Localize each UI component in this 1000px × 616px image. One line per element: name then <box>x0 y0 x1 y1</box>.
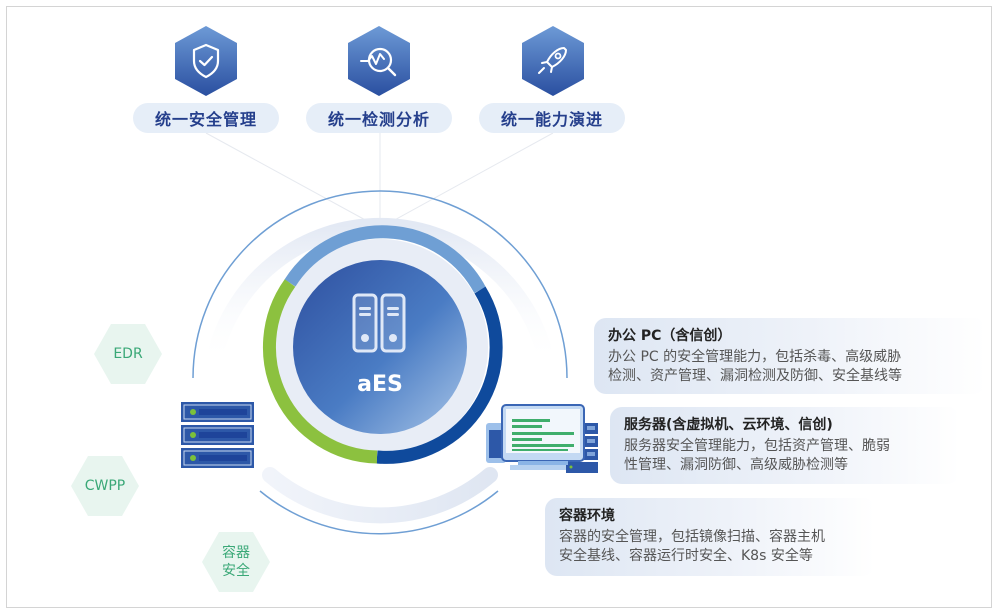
product-tag-label-line1: 容器 <box>222 545 250 561</box>
scenario-desc-line1: 办公 PC 的安全管理能力，包括杀毒、高级威胁 <box>608 349 902 365</box>
scenario-title: 服务器(含虚拟机、云环境、信创) <box>624 417 833 433</box>
binder-folders-icon <box>352 293 406 353</box>
scenario-card-container: 容器环境 容器的安全管理，包括镜像扫描、容器主机 安全基线、容器运行时安全、K8… <box>545 498 875 576</box>
diagram-frame <box>6 6 992 608</box>
product-tag-cwpp: CWPP <box>71 456 139 516</box>
scenario-desc-line1: 服务器安全管理能力，包括资产管理、脆弱 <box>624 438 890 454</box>
product-tag-container-security: 容器安全 <box>202 532 270 592</box>
scenario-card-server: 服务器(含虚拟机、云环境、信创) 服务器安全管理能力，包括资产管理、脆弱 性管理… <box>610 407 960 484</box>
pillar-label-security-management: 统一安全管理 <box>133 103 279 133</box>
analysis-magnifier-icon <box>348 26 410 96</box>
product-tag-label: CWPP <box>84 478 126 494</box>
scenario-desc-line2: 性管理、漏洞防御、高级威胁检测等 <box>624 457 848 473</box>
hexagon-shape <box>71 456 139 516</box>
hexagon-shape <box>94 324 162 384</box>
product-tag-edr: EDR <box>94 324 162 384</box>
product-tag-label-line2: 安全 <box>222 563 250 579</box>
pillar-label-capability-evolution: 统一能力演进 <box>479 103 625 133</box>
hexagon-shape <box>202 532 270 592</box>
scenario-desc-line2: 安全基线、容器运行时安全、K8s 安全等 <box>559 548 813 564</box>
server-rack-icon <box>181 402 254 468</box>
desktop-monitor-icon <box>486 404 598 473</box>
product-tag-label: EDR <box>113 346 143 362</box>
scenario-card-office-pc: 办公 PC（含信创） 办公 PC 的安全管理能力，包括杀毒、高级威胁 检测、资产… <box>594 318 986 394</box>
rocket-icon <box>522 26 584 96</box>
shield-check-icon <box>175 26 237 96</box>
center-product-label: aES <box>357 372 403 397</box>
scenario-desc-line1: 容器的安全管理，包括镜像扫描、容器主机 <box>559 529 825 545</box>
scenario-desc-line2: 检测、资产管理、漏洞检测及防御、安全基线等 <box>608 368 902 384</box>
scenario-title: 办公 PC（含信创） <box>608 328 732 344</box>
scenario-title: 容器环境 <box>559 508 615 524</box>
pillar-label-detection-analysis: 统一检测分析 <box>306 103 452 133</box>
